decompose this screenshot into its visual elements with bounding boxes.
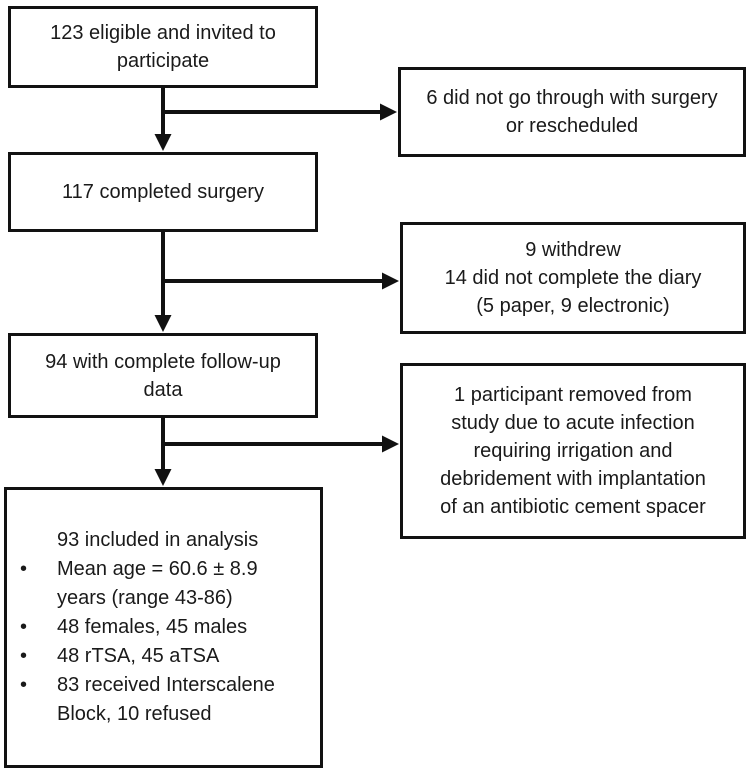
bullet-icon: • [20,645,28,667]
analysis-list: 93 included in analysis • Mean age = 60.… [7,526,320,729]
node-excluded-infection: 1 participant removed from study due to … [400,363,746,539]
analysis-bullet-text: Mean age = 60.6 ± 8.9 years (range 43-86… [57,558,258,609]
arrow-followup-to-analysis [154,416,172,486]
node-completed-surgery: 117 completed surgery [8,152,318,232]
node-excluded-infection-text: 1 participant removed from study due to … [440,384,706,518]
analysis-bullet-text: 48 females, 45 males [57,616,248,638]
arrow-surgery-to-followup [154,230,172,332]
node-eligible: 123 eligible and invited to participate [8,6,318,88]
list-item: • 83 received Interscalene Block, 10 ref… [7,671,320,729]
list-item: • Mean age = 60.6 ± 8.9 years (range 43-… [7,555,320,613]
analysis-header-row: 93 included in analysis [7,526,320,555]
bullet-icon: • [20,674,28,696]
bullet-icon: • [20,558,28,580]
list-item: • 48 rTSA, 45 aTSA [7,642,320,671]
bullet-icon: • [20,616,28,638]
analysis-bullet-text: 48 rTSA, 45 aTSA [57,645,220,667]
node-excluded-no-surgery-text: 6 did not go through with surgery or res… [426,87,718,137]
arrow-branch-no-surgery [163,103,397,121]
analysis-header-text: 93 included in analysis [57,529,259,551]
node-completed-surgery-text: 117 completed surgery [62,181,264,203]
node-excluded-withdrew-diary: 9 withdrew 14 did not complete the diary… [400,222,746,334]
arrow-branch-withdrew [163,272,399,290]
analysis-bullet-text: 83 received Interscalene Block, 10 refus… [57,674,275,725]
list-item: • 48 females, 45 males [7,613,320,642]
node-complete-followup: 94 with complete follow-up data [8,333,318,418]
node-eligible-text: 123 eligible and invited to participate [50,22,276,72]
node-excluded-no-surgery: 6 did not go through with surgery or res… [398,67,746,157]
node-excluded-withdrew-diary-text: 9 withdrew 14 did not complete the diary… [444,239,702,317]
arrow-branch-removed [163,435,399,453]
arrow-eligible-to-surgery [154,86,172,151]
node-complete-followup-text: 94 with complete follow-up data [45,350,281,401]
node-analysis: 93 included in analysis • Mean age = 60.… [4,487,323,768]
